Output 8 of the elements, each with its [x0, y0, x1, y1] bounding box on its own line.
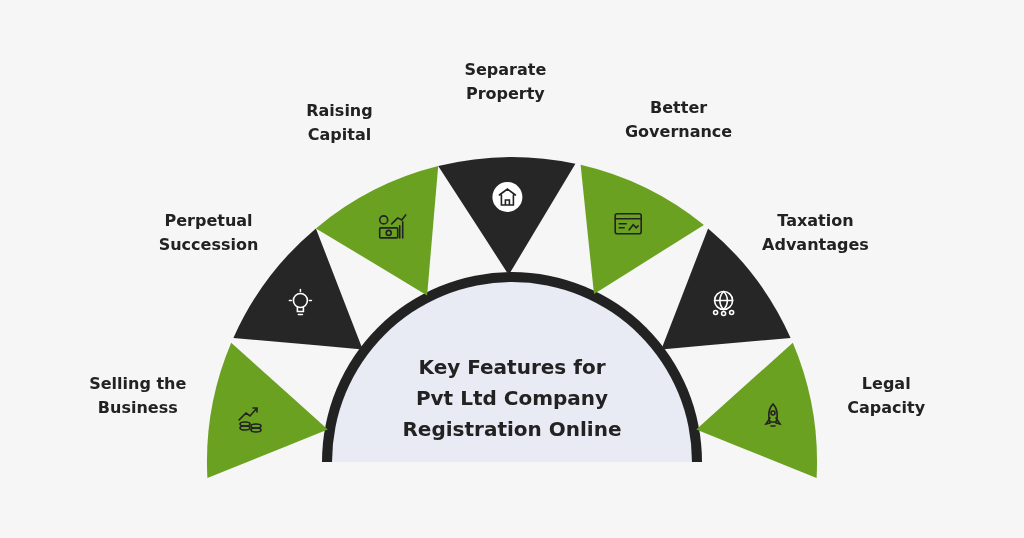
- feature-label: Selling the Business: [88, 373, 188, 419]
- feature-label: Taxation Advantages: [761, 210, 870, 257]
- feature-label: Perpetual Succession: [157, 210, 260, 257]
- feature-label: Better Governance: [623, 97, 734, 144]
- center-title: Key Features for Pvt Ltd Company Registration Online: [401, 354, 623, 443]
- feature-label: Legal Capacity: [846, 373, 927, 419]
- feature-label: Separate Property: [463, 59, 548, 106]
- feature-label: Raising Capital: [305, 100, 374, 147]
